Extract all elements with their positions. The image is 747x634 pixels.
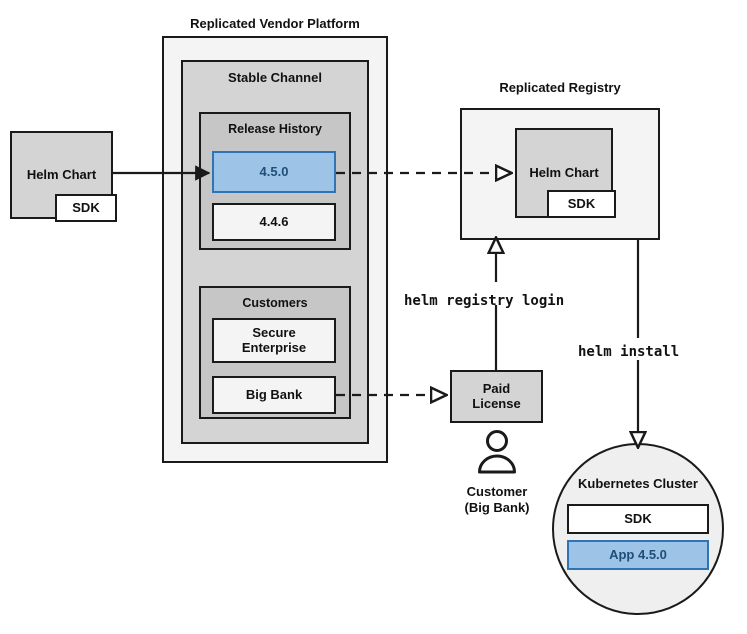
customers-title: Customers bbox=[242, 296, 308, 310]
cluster-component-app: App 4.5.0 bbox=[567, 540, 709, 570]
registry-sdk-box: SDK bbox=[547, 190, 616, 218]
release-item-4-5-0-label: 4.5.0 bbox=[259, 163, 289, 179]
release-history-title: Release History bbox=[228, 122, 322, 136]
platform-title-text: Replicated Vendor Platform bbox=[190, 16, 360, 31]
paid-license-line2: License bbox=[472, 395, 521, 411]
cluster-component-sdk: SDK bbox=[567, 504, 709, 534]
cluster-component-sdk-label: SDK bbox=[624, 510, 652, 526]
platform-title: Replicated Vendor Platform bbox=[162, 16, 388, 32]
stable-channel-title: Stable Channel bbox=[228, 70, 322, 85]
kubernetes-cluster-title-text: Kubernetes Cluster bbox=[578, 476, 698, 491]
release-item-4-5-0[interactable]: 4.5.0 bbox=[212, 151, 336, 193]
customer-item-big-bank[interactable]: Big Bank bbox=[212, 376, 336, 414]
customer-item-secure-enterprise[interactable]: Secure Enterprise bbox=[212, 318, 336, 363]
release-item-4-4-6-label: 4.4.6 bbox=[259, 213, 289, 229]
customer-secure-enterprise-line1: Secure bbox=[252, 324, 296, 340]
person-icon bbox=[478, 430, 516, 474]
source-sdk-box: SDK bbox=[55, 194, 117, 222]
registry-title: Replicated Registry bbox=[460, 80, 660, 96]
command-helm-registry-login: helm registry login bbox=[404, 293, 565, 309]
customer-secure-enterprise-line2: Enterprise bbox=[241, 339, 307, 355]
registry-title-text: Replicated Registry bbox=[499, 80, 621, 95]
customer-big-bank-label: Big Bank bbox=[245, 386, 303, 402]
paid-license-box: Paid License bbox=[450, 370, 543, 423]
customer-actor-line2: (Big Bank) bbox=[464, 499, 530, 515]
release-item-4-4-6[interactable]: 4.4.6 bbox=[212, 203, 336, 241]
registry-helm-chart-label: Helm Chart bbox=[529, 164, 599, 180]
cluster-component-app-label: App 4.5.0 bbox=[609, 546, 667, 562]
command-helm-install: helm install bbox=[578, 344, 680, 360]
source-helm-chart-label: Helm Chart bbox=[26, 166, 97, 182]
paid-license-line1: Paid bbox=[482, 380, 511, 396]
kubernetes-cluster-title: Kubernetes Cluster bbox=[552, 476, 724, 492]
registry-sdk-label: SDK bbox=[567, 195, 596, 211]
source-sdk-label: SDK bbox=[72, 199, 100, 215]
customer-actor-line1: Customer bbox=[466, 484, 528, 499]
customer-actor-label: Customer (Big Bank) bbox=[437, 484, 557, 515]
